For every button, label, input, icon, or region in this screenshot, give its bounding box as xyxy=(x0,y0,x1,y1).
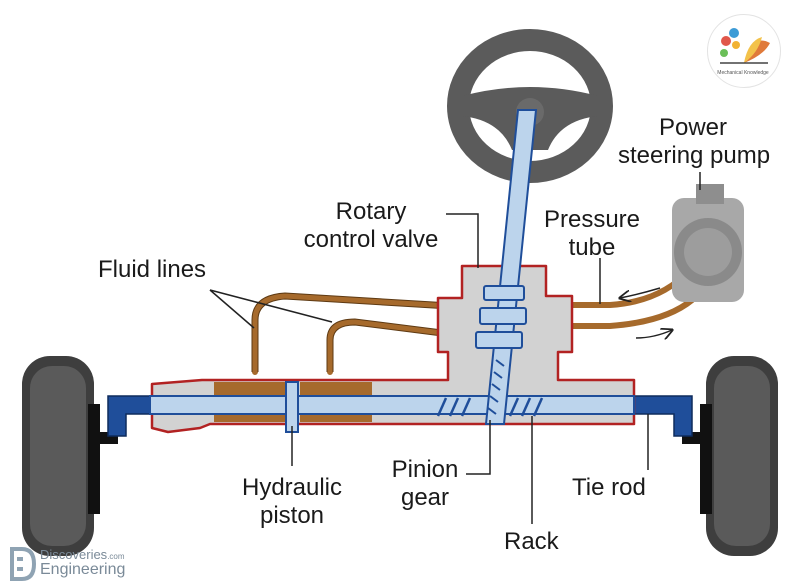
right-tire xyxy=(706,356,778,556)
watermark-line1-text: Discoveries xyxy=(40,547,108,562)
hydraulic-piston xyxy=(285,381,299,433)
watermark-line1: Discoveries.com xyxy=(40,547,125,562)
watermark-logo-icon xyxy=(10,547,37,581)
pinion-gear xyxy=(487,359,505,415)
label-rack: Rack xyxy=(504,528,559,555)
label-pressure-tube-line2: tube xyxy=(568,234,616,261)
label-pressure-tube-line1: Pressure xyxy=(543,206,641,233)
rack-shaft xyxy=(149,395,635,415)
logo-caption: Mechanical Knowledge xyxy=(717,70,769,76)
label-hydraulic-piston-line2: piston xyxy=(259,502,325,529)
leader-lines xyxy=(209,172,701,524)
publisher-logo xyxy=(707,14,781,88)
label-power-steering-pump: Power steering pump xyxy=(618,114,771,170)
flow-arrows xyxy=(620,287,672,338)
watermark-line1-suffix: .com xyxy=(107,552,125,561)
label-fluid-lines: Fluid lines xyxy=(98,256,207,283)
label-pinion-gear-line2: gear xyxy=(400,484,450,511)
label-power-steering-pump-line1: Power xyxy=(658,114,728,141)
watermark: Discoveries.com Engineering xyxy=(8,543,208,583)
label-hydraulic-piston: Hydraulic piston xyxy=(222,474,362,530)
logo-graphic xyxy=(720,28,770,64)
right-knuckle xyxy=(682,404,712,514)
right-tie-rod xyxy=(631,395,693,437)
label-hydraulic-piston-line1: Hydraulic xyxy=(241,474,343,501)
label-pressure-tube: Pressure tube xyxy=(532,206,652,262)
power-steering-pump xyxy=(672,184,744,302)
label-power-steering-pump-line2: steering pump xyxy=(618,142,771,169)
label-pinion-gear-line1: Pinion xyxy=(391,456,459,483)
label-rotary-control-valve-line1: Rotary xyxy=(335,198,407,225)
label-tie-rod: Tie rod xyxy=(572,474,646,501)
rack-teeth xyxy=(436,397,544,417)
label-pinion-gear: Pinion gear xyxy=(380,456,470,512)
label-rotary-control-valve-line2: control valve xyxy=(303,226,439,253)
left-tire xyxy=(22,356,94,556)
watermark-line2: Engineering xyxy=(40,561,126,578)
rotary-valve-rings xyxy=(475,285,527,349)
fluid-lines-outline xyxy=(251,292,451,372)
label-rotary-control-valve: Rotary control valve xyxy=(296,198,446,254)
